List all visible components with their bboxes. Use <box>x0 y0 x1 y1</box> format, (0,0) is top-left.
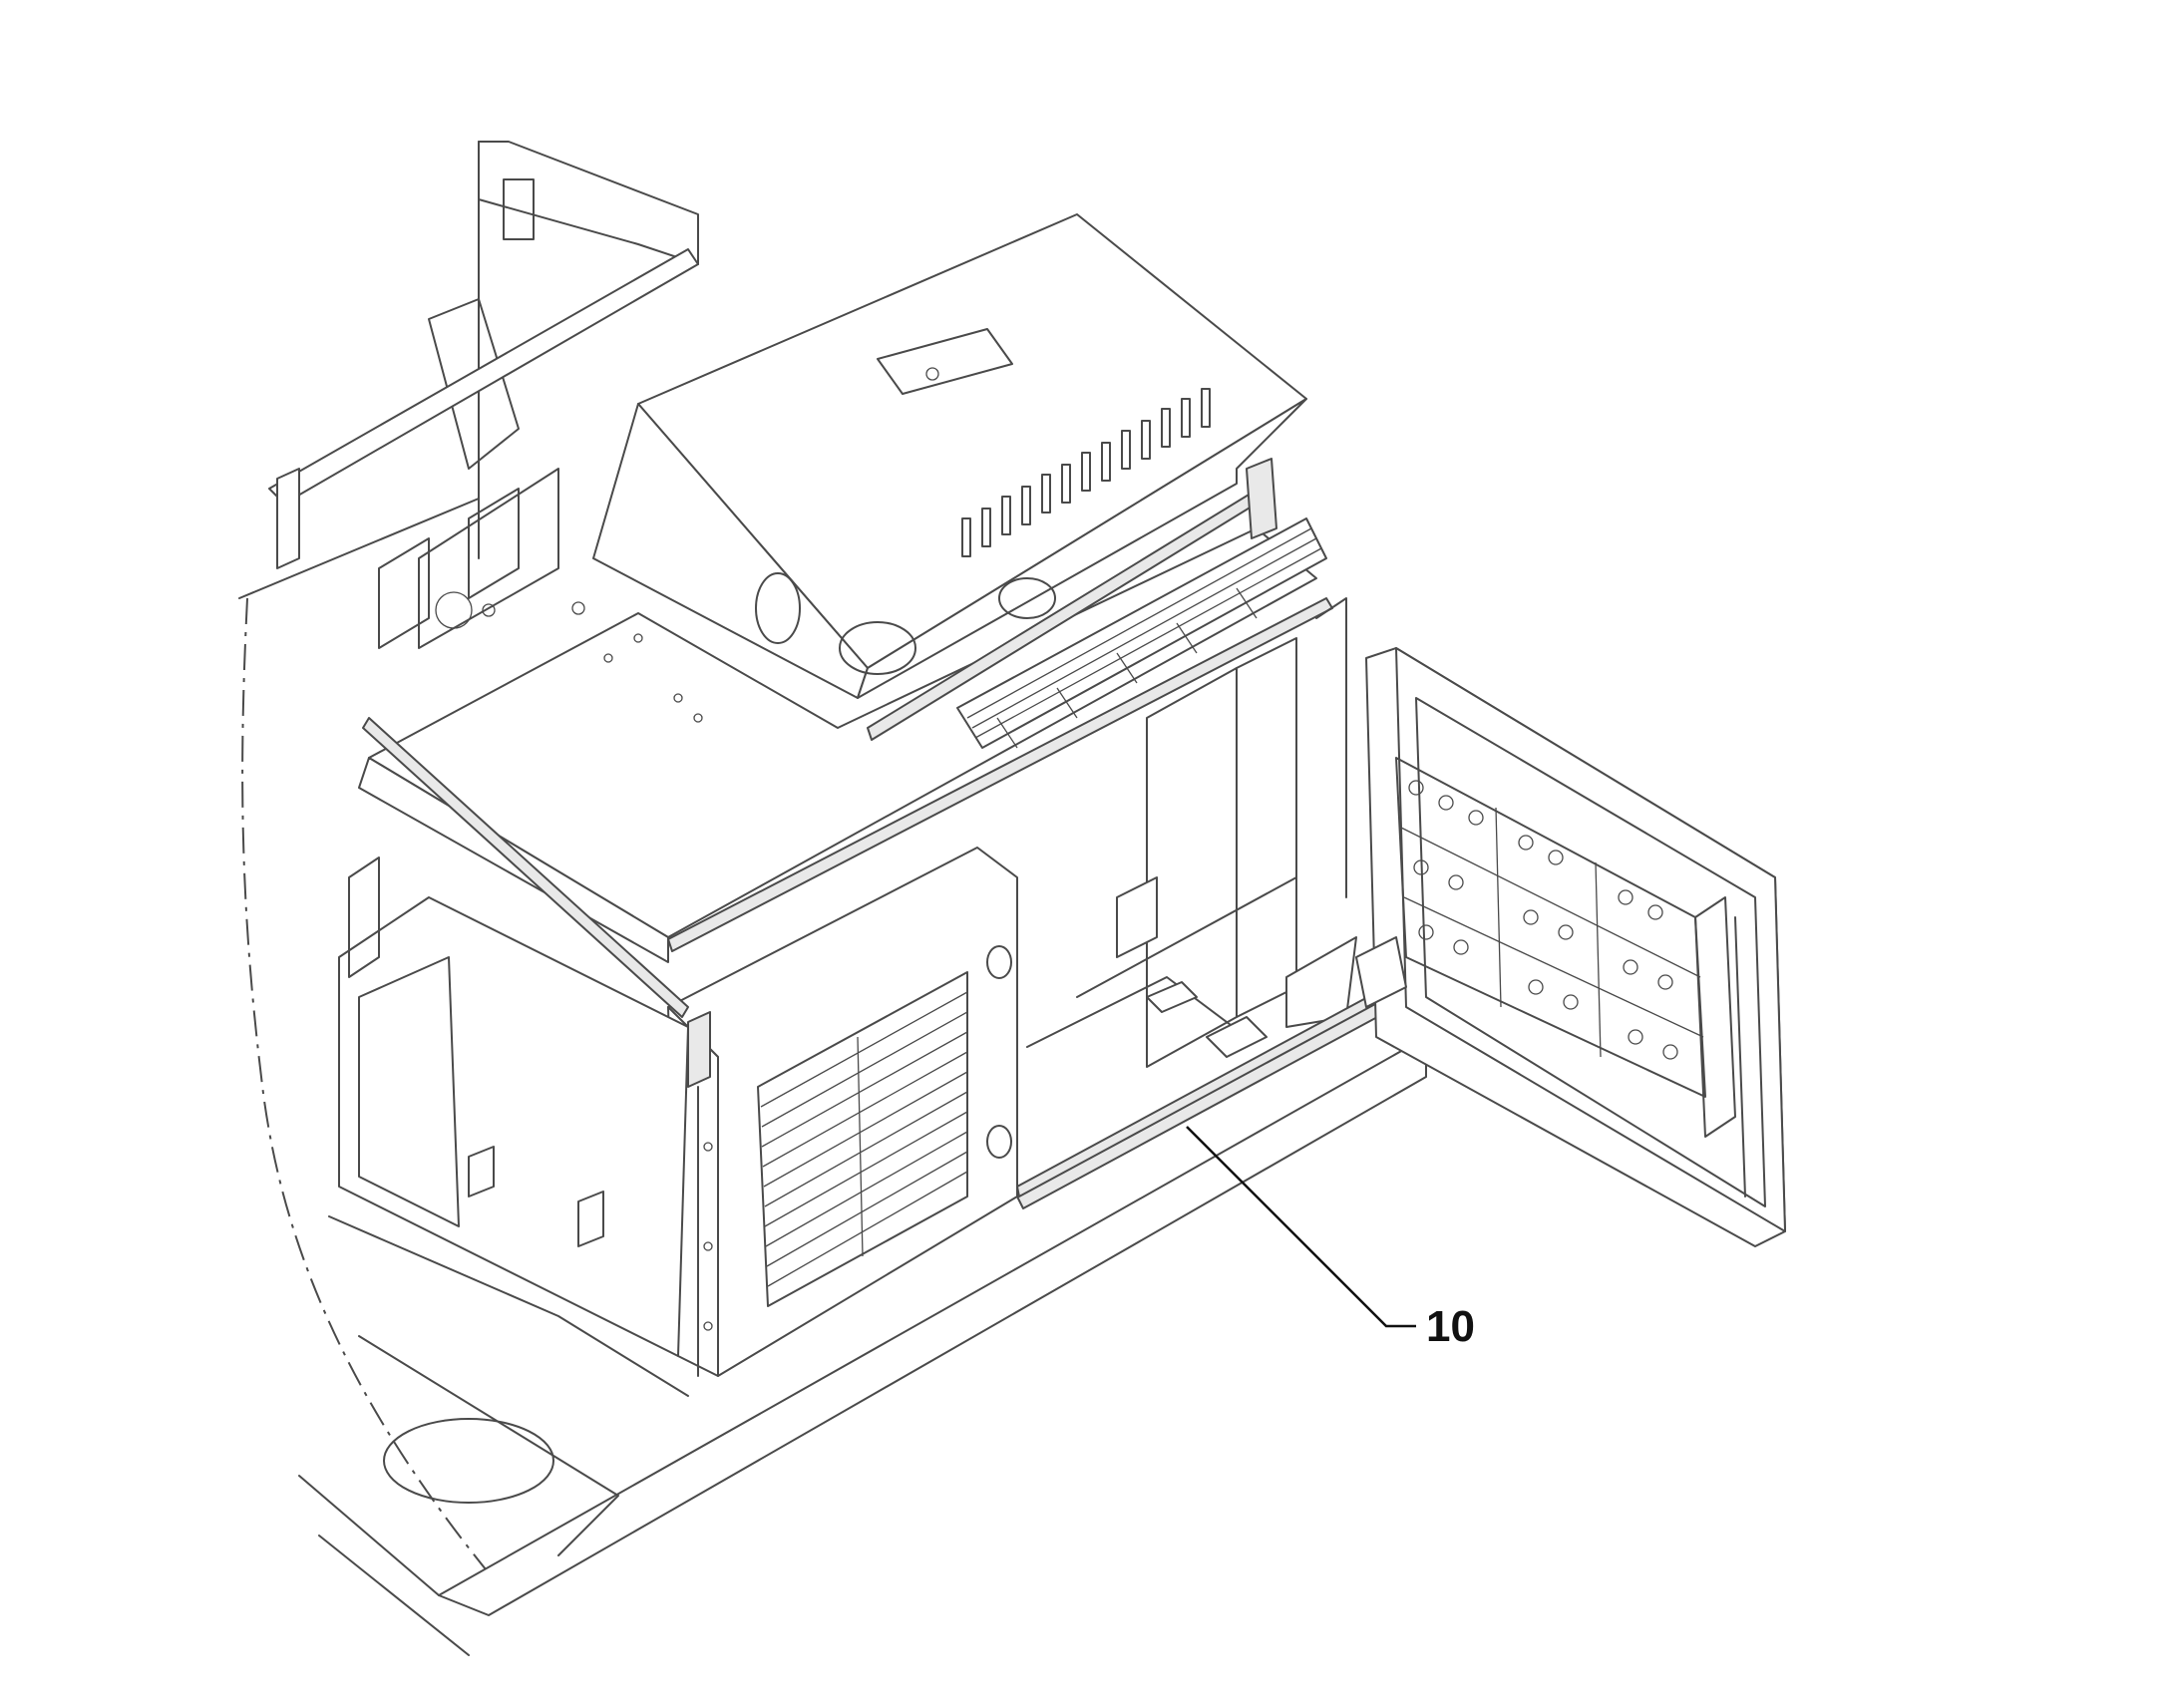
base-plate <box>298 1036 1427 1656</box>
filter-housing <box>592 213 1307 699</box>
callout-10: 10 <box>1186 1126 1475 1351</box>
hood-louvers <box>961 388 1211 557</box>
perforated-grille <box>956 517 1327 749</box>
door-baffle-grid <box>1395 757 1706 1098</box>
open-door-panel <box>1355 647 1786 1247</box>
rear-frame <box>238 141 699 650</box>
callout-leader-line <box>1186 1126 1416 1328</box>
callout-label: 10 <box>1426 1302 1475 1351</box>
side-frame <box>1026 597 1357 1068</box>
frame-boundary <box>241 597 500 1586</box>
left-side-panel <box>328 717 689 1397</box>
filter-louvers <box>760 991 968 1287</box>
